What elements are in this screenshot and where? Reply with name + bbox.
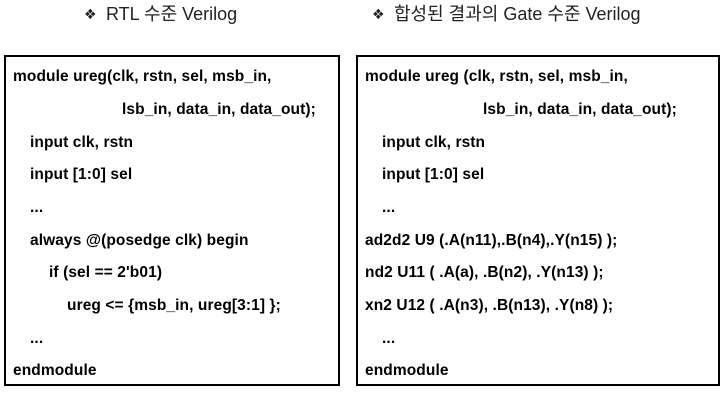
code-line: module ureg (clk, rstn, sel, msb_in, — [365, 68, 628, 85]
code-line: ... — [30, 330, 44, 347]
diamond-bullet-icon: ❖ — [372, 6, 385, 22]
code-line: input clk, rstn — [382, 134, 486, 151]
code-line: input [1:0] sel — [382, 166, 485, 183]
code-line: ad2d2 U9 (.A(n11),.B(n4),.Y(n15) ); — [365, 232, 618, 249]
code-line: if (sel == 2'b01) — [49, 264, 163, 281]
code-line: input [1:0] sel — [30, 166, 133, 183]
rtl-heading: ❖ RTL 수준 Verilog — [84, 2, 237, 26]
gate-heading-text: 합성된 결과의 Gate 수준 Verilog — [394, 4, 641, 24]
code-line: ... — [382, 330, 396, 347]
rtl-code-box: module ureg(clk, rstn, sel, msb_in, lsb_… — [4, 55, 340, 386]
code-line: input clk, rstn — [30, 134, 134, 151]
gate-code-box: module ureg (clk, rstn, sel, msb_in, lsb… — [356, 55, 720, 386]
code-line: lsb_in, data_in, data_out); — [122, 101, 316, 118]
code-line: module ureg(clk, rstn, sel, msb_in, — [13, 68, 272, 85]
code-line: ureg <= {msb_in, ureg[3:1] }; — [67, 297, 281, 314]
code-line: endmodule — [13, 362, 97, 379]
code-line: xn2 U12 ( .A(n3), .B(n13), .Y(n8) ); — [365, 297, 614, 314]
code-line: ... — [382, 199, 396, 216]
diamond-bullet-icon: ❖ — [84, 6, 97, 22]
gate-heading: ❖ 합성된 결과의 Gate 수준 Verilog — [372, 2, 641, 26]
code-line: nd2 U11 ( .A(a), .B(n2), .Y(n13) ); — [365, 264, 604, 281]
code-line: endmodule — [365, 362, 449, 379]
rtl-heading-text: RTL 수준 Verilog — [106, 4, 238, 24]
code-line: always @(posedge clk) begin — [30, 232, 249, 249]
code-line: ... — [30, 199, 44, 216]
code-line: lsb_in, data_in, data_out); — [483, 101, 677, 118]
